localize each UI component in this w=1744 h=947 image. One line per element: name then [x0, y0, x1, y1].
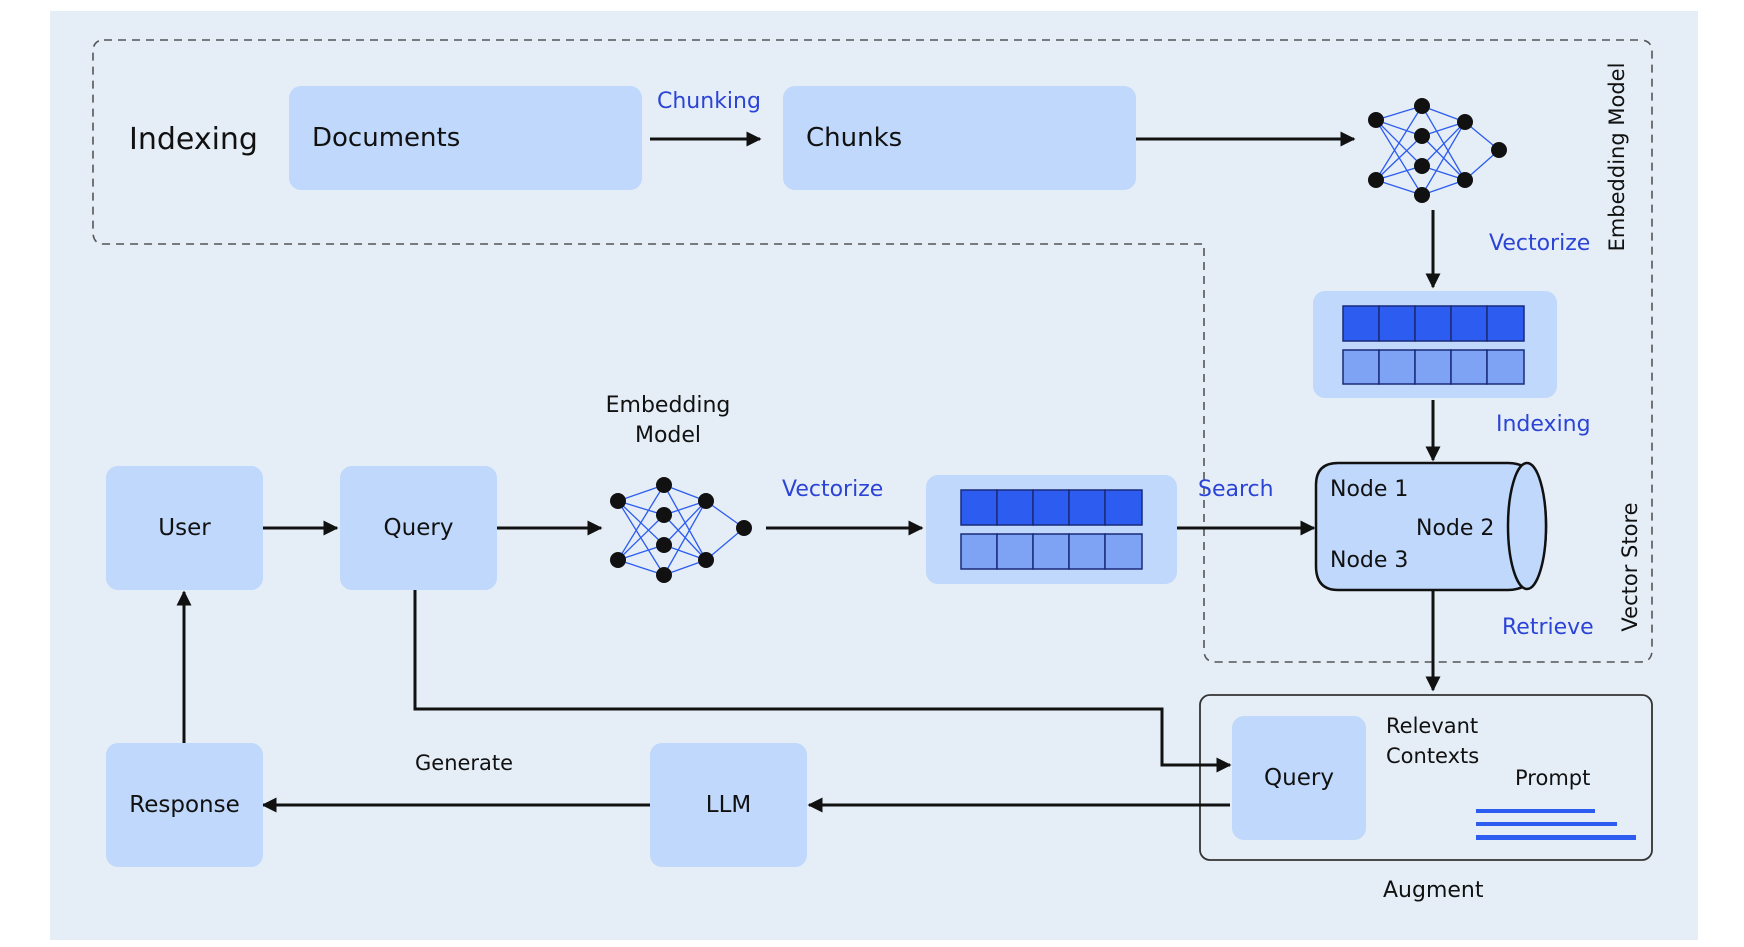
relevant-line2: Contexts: [1386, 744, 1480, 768]
vector-grid-icon: [960, 489, 1143, 570]
chunks-label: Chunks: [806, 123, 903, 153]
arrow-query-to-augment: [413, 590, 1232, 773]
augment-label: Augment: [1383, 878, 1484, 903]
retrieve-label: Retrieve: [1502, 615, 1594, 640]
chunks-box: Chunks: [783, 86, 1136, 190]
vectorize-top-label: Vectorize: [1489, 231, 1591, 256]
query-box: Query: [340, 466, 497, 590]
neural-network-icon-middle: [610, 477, 752, 583]
response-box: Response: [106, 743, 263, 867]
llm-box: LLM: [650, 743, 807, 867]
generate-label: Generate: [415, 751, 514, 775]
llm-label: LLM: [705, 792, 752, 818]
node3-label: Node 3: [1330, 548, 1409, 573]
vector-grid-icon: [1342, 305, 1525, 385]
augment-box: [1199, 694, 1653, 861]
embedding-model-line1: Embedding: [605, 393, 731, 418]
documents-box: Documents: [289, 86, 642, 190]
query-vector-box: [926, 475, 1177, 584]
vector-store-cylinder: [1314, 461, 1548, 592]
embedding-model-label: Embedding Model: [604, 391, 732, 451]
user-label: User: [158, 515, 211, 541]
response-label: Response: [129, 792, 240, 818]
user-box: User: [106, 466, 263, 590]
chunking-label: Chunking: [657, 89, 761, 114]
embedding-model-vertical-label: Embedding Model: [1605, 62, 1629, 252]
vectorize-middle-label: Vectorize: [782, 477, 884, 502]
relevant-line1: Relevant: [1386, 714, 1479, 738]
node1-label: Node 1: [1330, 477, 1409, 502]
indexing-title: Indexing: [129, 122, 258, 157]
vector-store-vertical-label: Vector Store: [1618, 502, 1642, 632]
search-label: Search: [1198, 477, 1274, 502]
indexing-label: Indexing: [1496, 412, 1591, 437]
neural-network-icon-top: [1368, 98, 1507, 203]
indexing-region-border: [92, 39, 1653, 663]
embedding-model-line2: Model: [634, 423, 702, 448]
prompt-icon: [1476, 809, 1636, 840]
prompt-label: Prompt: [1515, 766, 1591, 790]
indexed-vectors-box: [1313, 291, 1557, 398]
augment-query-box: Query: [1232, 716, 1366, 840]
query-label: Query: [383, 515, 454, 541]
node2-label: Node 2: [1416, 516, 1495, 541]
relevant-contexts-label: Relevant Contexts: [1386, 711, 1479, 771]
augment-query-label: Query: [1264, 765, 1334, 791]
documents-label: Documents: [312, 123, 461, 153]
